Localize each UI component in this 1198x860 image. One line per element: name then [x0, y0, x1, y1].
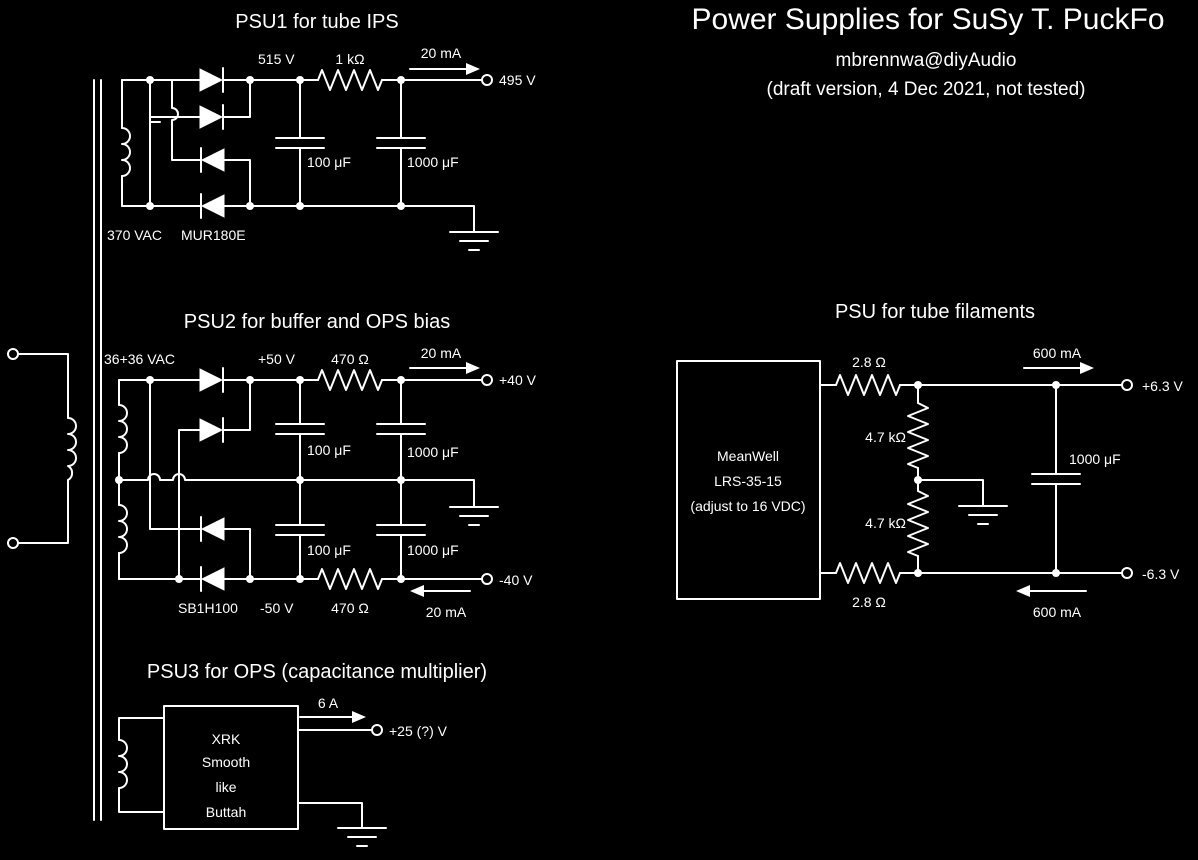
psu1-diode-label: MUR180E	[181, 227, 246, 243]
mains-terminal-bottom[interactable]	[7, 537, 19, 549]
psu3-circuit: PSU3 for OPS (capacitance multiplier) 6 …	[118, 661, 487, 847]
psu2-secondary-label: 36+36 VAC	[104, 351, 175, 367]
psu2-diode	[199, 417, 224, 443]
psu1-secondary-label: 370 VAC	[107, 227, 162, 243]
filament-neg-terminal[interactable]	[1121, 567, 1133, 579]
xrk-box-line: Smooth	[202, 754, 250, 770]
psu2-diode	[200, 516, 225, 542]
psu2-neg-current: 20 mA	[426, 604, 467, 620]
psu2-pos-output-terminal[interactable]	[481, 374, 493, 386]
filament-r-bottom-label: 2.8 Ω	[852, 594, 886, 610]
ground-symbol	[337, 827, 387, 847]
psu2-title: PSU2 for buffer and OPS bias	[184, 311, 450, 333]
current-arrow	[352, 711, 366, 723]
psu2-cap-pos1-label: 100 μF	[307, 442, 351, 458]
current-arrow	[1016, 585, 1030, 597]
psu1-cap1	[275, 79, 325, 207]
psu3-current: 6 A	[318, 695, 339, 711]
ground-symbol	[449, 231, 499, 251]
psu3-output-terminal[interactable]	[371, 724, 383, 736]
page-title: Power Supplies for SuSy T. PuckFo	[692, 3, 1165, 36]
psu2-neg-output: -40 V	[499, 572, 533, 588]
filament-r-div-top	[907, 402, 929, 469]
filament-neg-current: 600 mA	[1033, 604, 1082, 620]
psu2-diode	[199, 367, 224, 393]
psu2-diode-label: SB1H100	[178, 600, 238, 616]
psu2-neg-resistor-label: 470 Ω	[331, 600, 369, 616]
psu1-output-terminal[interactable]	[481, 74, 493, 86]
psu1-circuit: PSU1 for tube IPS	[107, 11, 536, 251]
psu1-raw-voltage: 515 V	[258, 51, 295, 67]
psu1-cap2-label: 1000 μF	[407, 154, 459, 170]
psu2-neg-raw: -50 V	[260, 600, 294, 616]
filament-r-top	[835, 374, 901, 396]
psu1-cap1-label: 100 μF	[307, 154, 351, 170]
author: mbrennwa@diyAudio	[836, 50, 1017, 71]
psu2-pos-resistor	[317, 369, 383, 391]
psu1-secondary-winding	[121, 127, 131, 177]
draft-note: (draft version, 4 Dec 2021, not tested)	[767, 79, 1086, 100]
module-line: MeanWell	[717, 448, 779, 464]
mains-transformer	[7, 79, 102, 821]
xrk-box-line: XRK	[212, 731, 241, 747]
psu1-diode	[199, 104, 224, 130]
psu2-circuit: PSU2 for buffer and OPS bias	[104, 311, 537, 620]
filament-title: PSU for tube filaments	[835, 301, 1035, 323]
psu1-diode	[200, 147, 225, 173]
psu3-title: PSU3 for OPS (capacitance multiplier)	[147, 661, 487, 683]
xrk-box	[163, 705, 299, 830]
psu2-pos-raw: +50 V	[258, 351, 296, 367]
filament-r-top-label: 2.8 Ω	[852, 354, 886, 370]
psu1-diode	[199, 67, 224, 93]
psu2-diode	[200, 566, 225, 592]
current-arrow	[466, 63, 480, 75]
current-arrow	[410, 585, 424, 597]
psu2-secondary-winding	[118, 504, 128, 554]
filament-pos-current: 600 mA	[1033, 345, 1082, 361]
module-line: LRS-35-15	[714, 473, 782, 489]
psu2-pos-output: +40 V	[499, 372, 537, 388]
psu1-title: PSU1 for tube IPS	[235, 11, 398, 33]
psu2-neg-output-terminal[interactable]	[481, 573, 493, 585]
current-arrow	[1080, 362, 1094, 374]
filament-r-div-bottom	[907, 490, 929, 557]
meanwell-module	[676, 360, 821, 600]
psu1-current: 20 mA	[421, 45, 462, 61]
psu2-pos-resistor-label: 470 Ω	[331, 351, 369, 367]
filament-r-div-bottom-label: 4.7 kΩ	[865, 515, 906, 531]
primary-winding	[67, 417, 77, 481]
module-line: (adjust to 16 VDC)	[690, 498, 805, 514]
filament-cap	[1031, 384, 1081, 574]
filament-pos-output: +6.3 V	[1142, 378, 1184, 394]
psu3-output: +25 (?) V	[389, 723, 448, 739]
psu2-cap-neg2-label: 1000 μF	[407, 542, 459, 558]
psu1-output-voltage: 495 V	[499, 72, 536, 88]
psu1-cap2	[376, 79, 426, 207]
filament-cap-label: 1000 μF	[1069, 451, 1121, 467]
xrk-box-line: Buttah	[206, 804, 246, 820]
filament-pos-terminal[interactable]	[1121, 379, 1133, 391]
psu1-resistor	[317, 69, 383, 91]
psu2-pos-current: 20 mA	[421, 345, 462, 361]
ground-symbol	[449, 506, 499, 526]
psu3-secondary-winding	[118, 739, 128, 789]
psu2-secondary-winding	[118, 404, 128, 454]
psu2-cap-pos2-label: 1000 μF	[407, 444, 459, 460]
psu2-neg-resistor	[317, 568, 383, 590]
psu1-resistor-label: 1 kΩ	[335, 51, 364, 67]
mains-terminal-top[interactable]	[7, 348, 19, 360]
filament-r-div-top-label: 4.7 kΩ	[865, 429, 906, 445]
filament-circuit: PSU for tube filaments MeanWell LRS-35-1…	[676, 301, 1184, 620]
ground-symbol	[958, 505, 1008, 525]
filament-r-bottom	[835, 562, 901, 584]
filament-neg-output: -6.3 V	[1142, 566, 1180, 582]
xrk-box-line: like	[215, 779, 236, 795]
current-arrow	[466, 362, 480, 374]
psu2-cap-neg1-label: 100 μF	[307, 542, 351, 558]
psu1-diode	[200, 193, 225, 219]
